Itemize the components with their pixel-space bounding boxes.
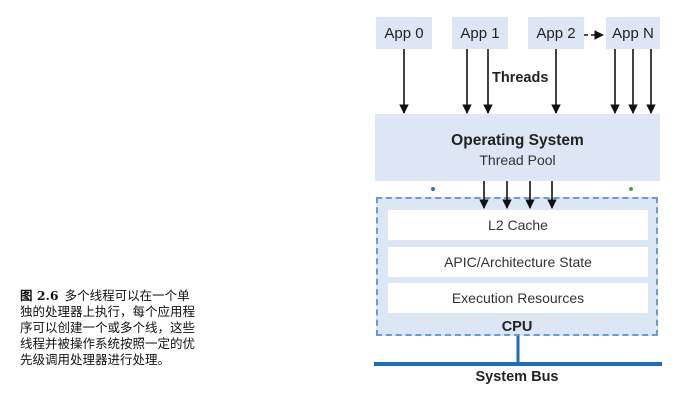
blue-dot — [431, 187, 435, 191]
cpu-label: CPU — [501, 319, 533, 335]
app-box-n: App N — [606, 17, 660, 49]
app-box-0: App 0 — [376, 17, 432, 49]
caption-text: 多个线程可以在一个单独的处理器上执行，每个应用程序可以创建一个或多个线，这些线程… — [20, 288, 196, 367]
app-box-1: App 1 — [452, 17, 508, 49]
cpu-component-l2-cache: L2 Cache — [388, 210, 648, 240]
figure-label: 图 2.6 — [20, 288, 59, 303]
threads-label: Threads — [492, 70, 549, 86]
os-subtitle: Thread Pool — [479, 152, 556, 168]
app-box-2: App 2 — [528, 17, 584, 49]
os-title: Operating System — [451, 132, 584, 149]
green-dot — [629, 187, 633, 191]
system-bus-label: System Bus — [475, 369, 559, 385]
cpu-component-apic: APIC/Architecture State — [388, 247, 648, 277]
operating-system-box: Operating System Thread Pool — [375, 114, 660, 181]
cpu-component-execution: Execution Resources — [388, 283, 648, 313]
